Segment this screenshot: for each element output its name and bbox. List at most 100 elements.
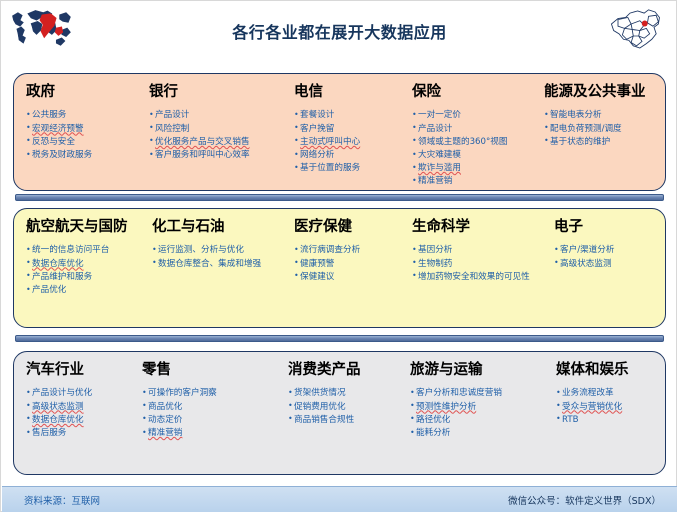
list-item: 客户挽留 bbox=[294, 122, 406, 135]
list-item: 保健建议 bbox=[294, 270, 404, 283]
column-title: 航空航天与国防 bbox=[26, 219, 128, 235]
list-item: 税务及财政服务 bbox=[26, 148, 144, 161]
column-automotive: 汽车行业 产品设计与优化 高级状态监测 数据仓库优化 售后服务 bbox=[26, 362, 136, 440]
panel-divider-1 bbox=[15, 194, 664, 201]
slide-footer: 资料来源：互联网 微信公众号：软件定义世界（SDX） bbox=[2, 486, 677, 512]
column-items: 流行病调查分析 健康预警 保健建议 bbox=[294, 244, 404, 283]
column-items: 货架供货情况 促销费用优化 商品销售合规性 bbox=[288, 387, 402, 426]
column-items: 客户/渠道分析 高级状态监测 bbox=[554, 244, 652, 269]
list-item: 可操作的客户洞察 bbox=[142, 387, 282, 399]
list-item: 产品设计与优化 bbox=[26, 387, 136, 399]
list-item: 路径优化 bbox=[410, 413, 552, 426]
list-item: 促销费用优化 bbox=[288, 400, 402, 413]
list-item: 统一的信息访问平台 bbox=[26, 244, 154, 256]
column-healthcare: 医疗保健 流行病调查分析 健康预警 保健建议 bbox=[294, 219, 404, 284]
list-item: RTB bbox=[556, 413, 668, 426]
list-item: 反恐与安全 bbox=[26, 135, 144, 148]
list-item: 智能电表分析 bbox=[544, 109, 664, 121]
column-title: 生命科学 bbox=[412, 219, 470, 235]
column-items: 客户分析和忠诚度营销 预测性维护分析 路径优化 能耗分析 bbox=[410, 387, 552, 439]
column-title: 电子 bbox=[554, 219, 583, 235]
list-item: 风险控制 bbox=[149, 122, 297, 135]
list-item: 基因分析 bbox=[412, 244, 544, 256]
list-item: 主动式呼叫中心 bbox=[294, 135, 406, 148]
list-item: 一对一定价 bbox=[412, 109, 534, 121]
list-item: 客户服务和呼叫中心效率 bbox=[149, 148, 297, 161]
list-item: 数据仓库优化 bbox=[26, 413, 136, 426]
list-item: 生物制药 bbox=[412, 257, 544, 270]
column-energy-utilities: 能源及公共事业 智能电表分析 配电负荷预测/调度 基于状态的维护 bbox=[544, 84, 664, 149]
column-telecom: 电信 套餐设计 客户挽留 主动式呼叫中心 网络分析 基于位置的服务 bbox=[294, 84, 406, 175]
list-item: 精准营销 bbox=[142, 426, 282, 439]
column-banking: 银行 产品设计 风险控制 优化服务产品与交叉销售 客户服务和呼叫中心效率 bbox=[149, 84, 297, 162]
column-items: 套餐设计 客户挽留 主动式呼叫中心 网络分析 基于位置的服务 bbox=[294, 109, 406, 174]
list-item: 基于状态的维护 bbox=[544, 135, 664, 148]
list-item: 领域或主题的360°视图 bbox=[412, 135, 534, 148]
list-item: 客户分析和忠诚度营销 bbox=[410, 387, 552, 399]
list-item: 大灾难建模 bbox=[412, 148, 534, 161]
list-item: 高级状态监测 bbox=[26, 400, 136, 413]
list-item: 网络分析 bbox=[294, 148, 406, 161]
footer-source: 资料来源：互联网 bbox=[24, 496, 101, 507]
list-item: 商品优化 bbox=[142, 400, 282, 413]
column-title: 医疗保健 bbox=[294, 219, 352, 235]
list-item: 精准营销 bbox=[412, 175, 534, 187]
column-items: 一对一定价 产品设计 领域或主题的360°视图 大灾难建模 欺诈与滥用 精准营销 bbox=[412, 109, 534, 187]
list-item: 业务流程改革 bbox=[556, 387, 668, 399]
panel-industries-gray: 汽车行业 产品设计与优化 高级状态监测 数据仓库优化 售后服务 零售 可操作的客… bbox=[13, 351, 666, 475]
list-item: 配电负荷预测/调度 bbox=[544, 122, 664, 135]
column-electronics: 电子 客户/渠道分析 高级状态监测 bbox=[554, 219, 652, 271]
list-item: 基于位置的服务 bbox=[294, 162, 406, 174]
list-item: 能耗分析 bbox=[410, 426, 552, 439]
column-title: 保险 bbox=[412, 84, 441, 100]
list-item: 流行病调查分析 bbox=[294, 244, 404, 256]
column-life-sciences: 生命科学 基因分析 生物制药 增加药物安全和效果的可见性 bbox=[412, 219, 544, 284]
list-item: 增加药物安全和效果的可见性 bbox=[412, 270, 544, 283]
list-item: 运行监测、分析与优化 bbox=[152, 244, 292, 256]
column-government: 政府 公共服务 宏观经济预警 反恐与安全 税务及财政服务 bbox=[26, 84, 144, 162]
column-items: 公共服务 宏观经济预警 反恐与安全 税务及财政服务 bbox=[26, 109, 144, 161]
column-title: 电信 bbox=[294, 84, 323, 100]
column-items: 智能电表分析 配电负荷预测/调度 基于状态的维护 bbox=[544, 109, 664, 148]
column-media-entertainment: 媒体和娱乐 业务流程改革 受众与营销优化 RTB bbox=[556, 362, 668, 427]
column-title: 零售 bbox=[142, 362, 171, 378]
column-chemical-petroleum: 化工与石油 运行监测、分析与优化 数据仓库整合、集成和增强 bbox=[152, 219, 292, 271]
list-item: 动态定价 bbox=[142, 413, 282, 426]
list-item: 商品销售合规性 bbox=[288, 413, 402, 426]
column-items: 基因分析 生物制药 增加药物安全和效果的可见性 bbox=[412, 244, 544, 283]
column-insurance: 保险 一对一定价 产品设计 领域或主题的360°视图 大灾难建模 欺诈与滥用 精… bbox=[412, 84, 534, 189]
column-consumer-products: 消费类产品 货架供货情况 促销费用优化 商品销售合规性 bbox=[288, 362, 402, 427]
page-title: 各行各业都在展开大数据应用 bbox=[232, 23, 447, 42]
column-retail: 零售 可操作的客户洞察 商品优化 动态定价 精准营销 bbox=[142, 362, 282, 440]
list-item: 产品优化 bbox=[26, 283, 154, 296]
column-title: 媒体和娱乐 bbox=[556, 362, 629, 378]
column-title: 政府 bbox=[26, 84, 55, 100]
list-item: 数据仓库优化 bbox=[26, 257, 154, 270]
world-map-icon bbox=[12, 10, 71, 46]
list-item: 售后服务 bbox=[26, 426, 136, 439]
column-items: 产品设计 风险控制 优化服务产品与交叉销售 客户服务和呼叫中心效率 bbox=[149, 109, 297, 161]
list-item: 受众与营销优化 bbox=[556, 400, 668, 413]
list-item: 公共服务 bbox=[26, 109, 144, 121]
list-item: 货架供货情况 bbox=[288, 387, 402, 399]
list-item: 预测性维护分析 bbox=[410, 400, 552, 413]
column-title: 银行 bbox=[149, 84, 178, 100]
column-title: 化工与石油 bbox=[152, 219, 225, 235]
list-item: 客户/渠道分析 bbox=[554, 244, 652, 256]
column-title: 能源及公共事业 bbox=[544, 84, 646, 100]
column-items: 运行监测、分析与优化 数据仓库整合、集成和增强 bbox=[152, 244, 292, 269]
column-items: 统一的信息访问平台 数据仓库优化 产品维护和服务 产品优化 bbox=[26, 244, 154, 296]
list-item: 高级状态监测 bbox=[554, 257, 652, 270]
panel-industries-orange: 政府 公共服务 宏观经济预警 反恐与安全 税务及财政服务 银行 产品设计 风险控… bbox=[13, 73, 666, 191]
column-travel-transport: 旅游与运输 客户分析和忠诚度营销 预测性维护分析 路径优化 能耗分析 bbox=[410, 362, 552, 440]
footer-account: 微信公众号：软件定义世界（SDX） bbox=[508, 496, 661, 507]
column-items: 可操作的客户洞察 商品优化 动态定价 精准营销 bbox=[142, 387, 282, 439]
column-items: 业务流程改革 受众与营销优化 RTB bbox=[556, 387, 668, 426]
list-item: 欺诈与滥用 bbox=[412, 162, 534, 174]
china-map-icon bbox=[610, 9, 660, 49]
list-item: 产品维护和服务 bbox=[26, 270, 154, 283]
list-item: 套餐设计 bbox=[294, 109, 406, 121]
panel-divider-2 bbox=[15, 335, 664, 342]
list-item: 宏观经济预警 bbox=[26, 122, 144, 135]
